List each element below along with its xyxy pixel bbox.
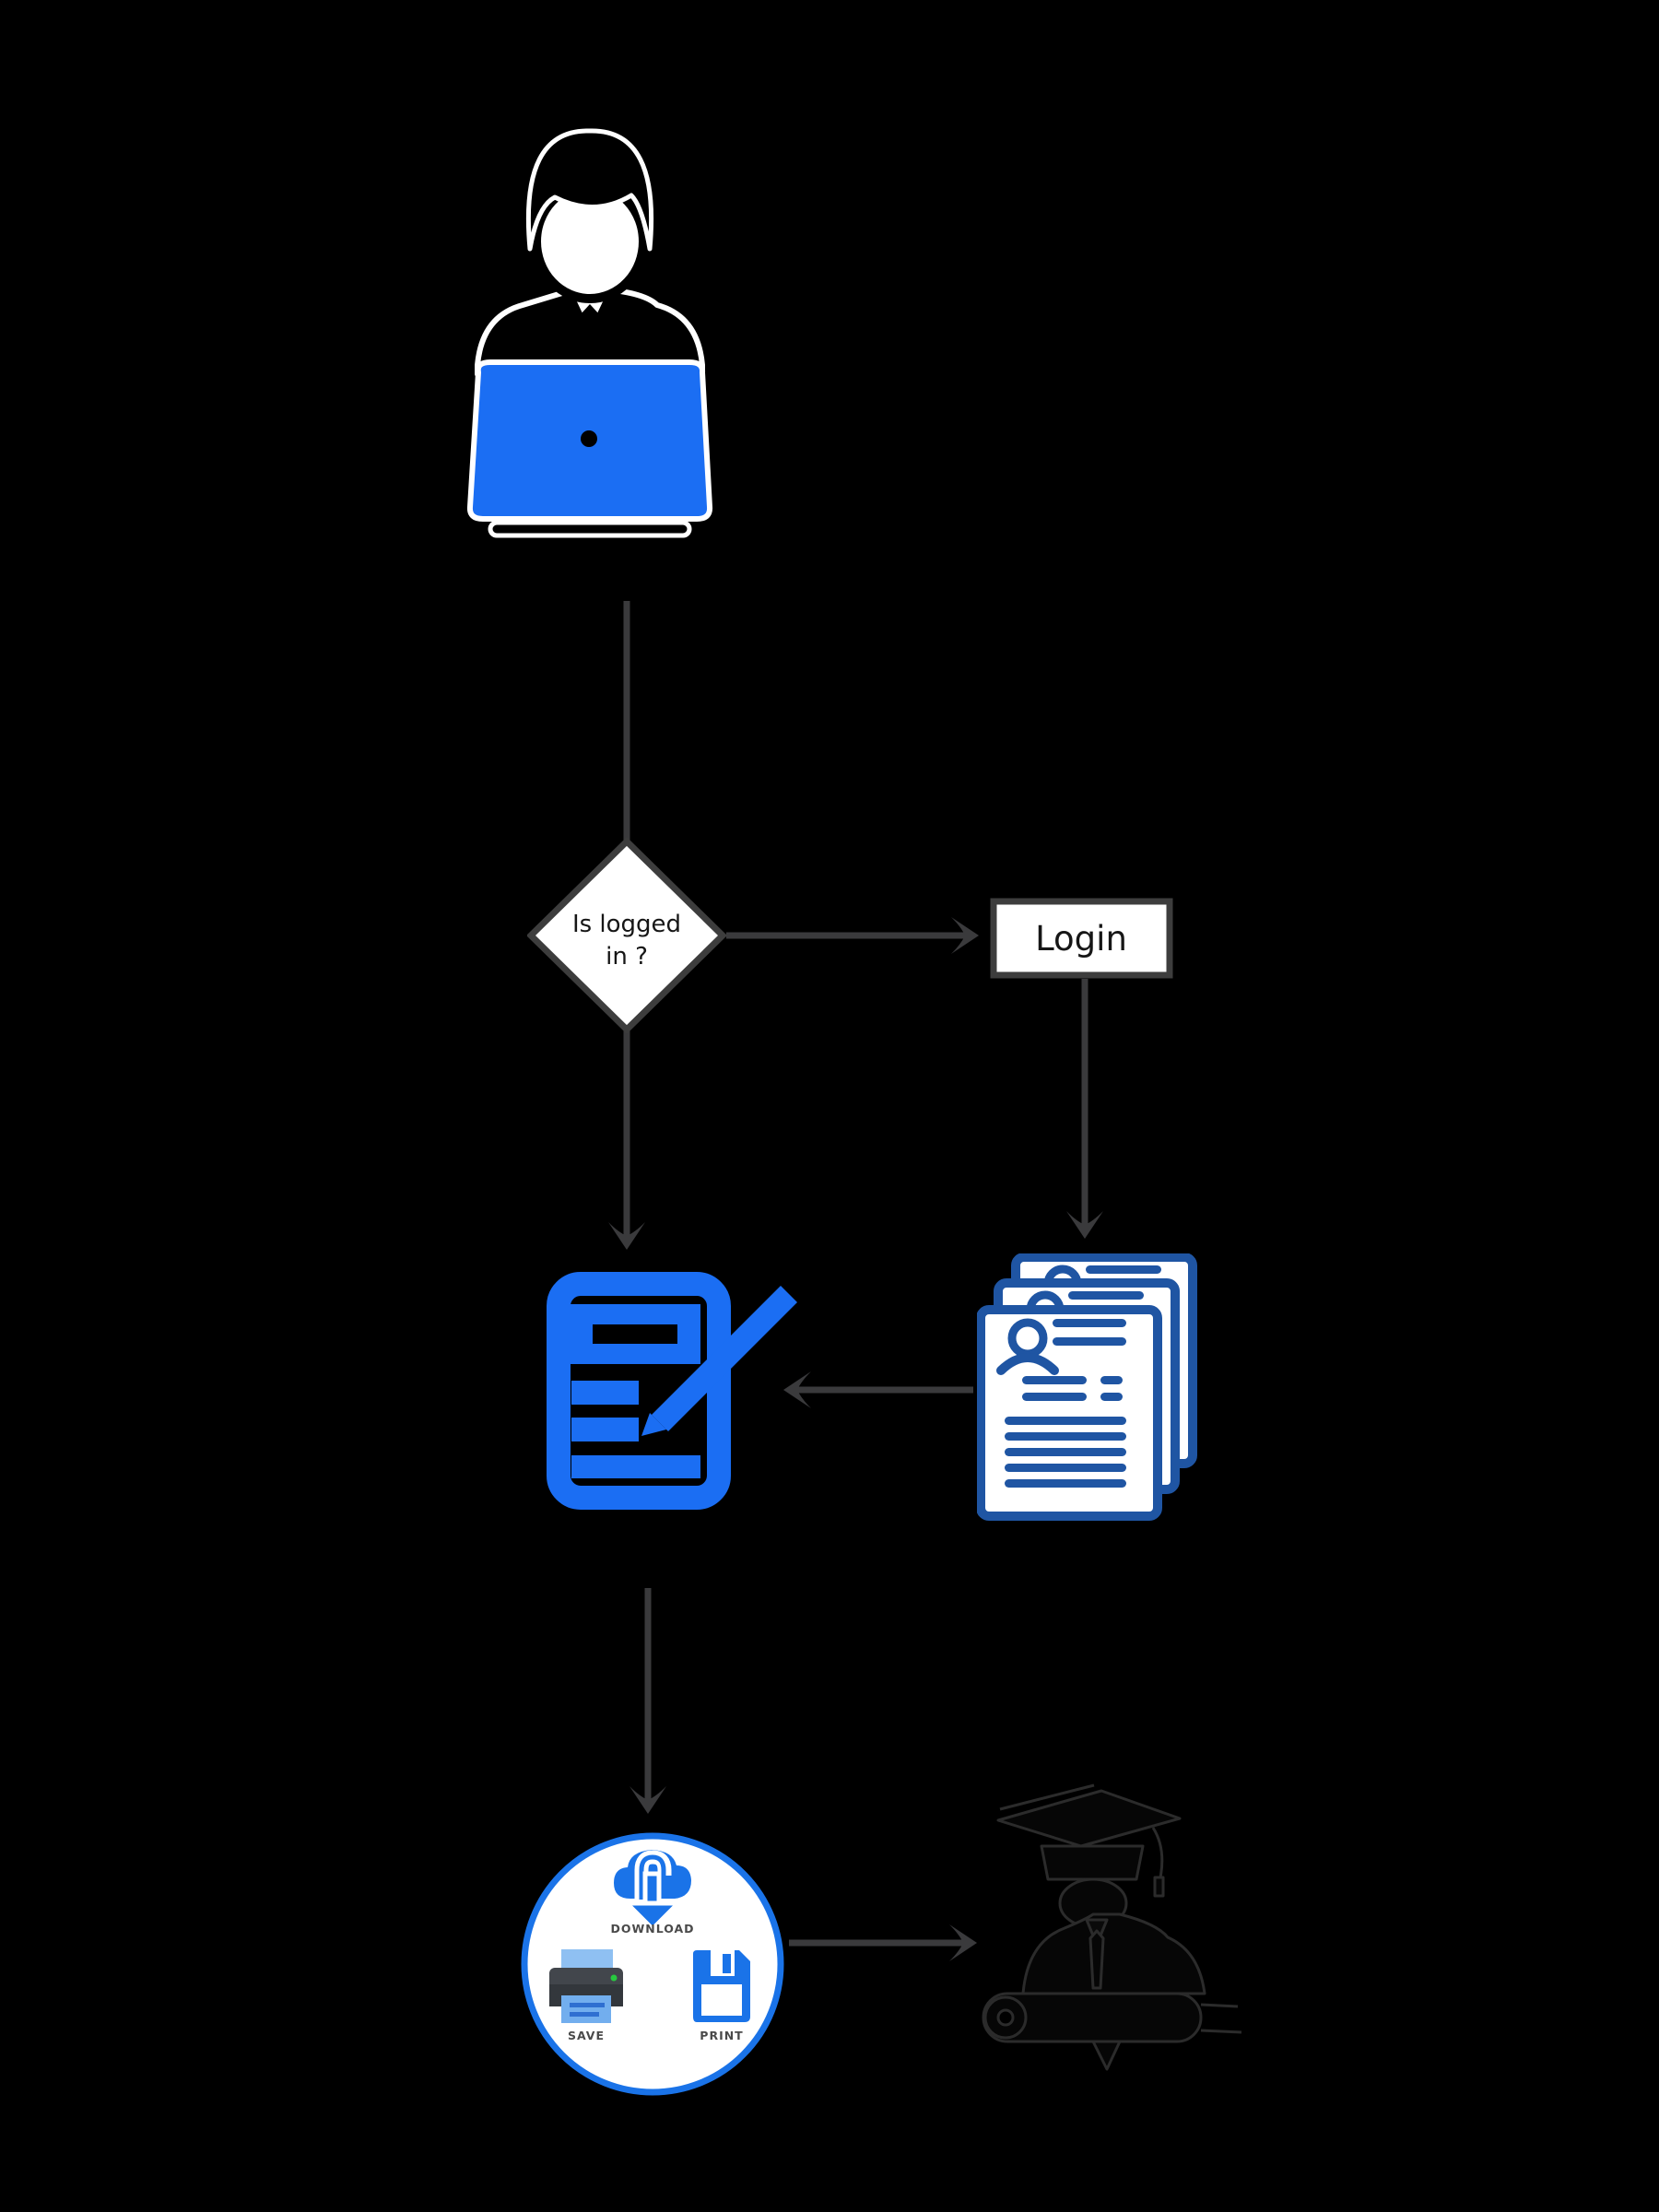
form-pencil-nib	[641, 1413, 666, 1436]
decision-label-line2: in ?	[606, 943, 648, 971]
printer-icon	[549, 1949, 623, 2023]
resume-stack-icon	[977, 1253, 1197, 1521]
decision-diamond-shape	[527, 838, 726, 1033]
login-label: Login	[1035, 919, 1127, 959]
decision-node-is-logged-in: Is logged in ?	[527, 838, 726, 1033]
user-hair	[525, 128, 654, 252]
save-label: SAVE	[568, 2029, 605, 2042]
resume-avatar-shoulders	[996, 1353, 1059, 1375]
form-edit-icon	[547, 1272, 797, 1510]
form-bar-1	[571, 1381, 639, 1405]
login-box-shape	[990, 898, 1173, 979]
form-bar-3	[571, 1455, 700, 1478]
form-pencil-body	[652, 1286, 797, 1431]
user-tie	[580, 304, 600, 369]
login-node: Login	[990, 898, 1173, 979]
cloud-download-icon	[614, 1850, 691, 1932]
user-laptop-logo-dot	[581, 430, 597, 447]
download-label: DOWNLOAD	[610, 1922, 694, 1936]
graduate-cap	[996, 1789, 1182, 1848]
form-bar-2	[571, 1418, 639, 1441]
output-options-circle: DOWNLOAD SAVE PRINT	[521, 1832, 784, 2096]
decision-label-line1: Is logged	[572, 911, 681, 938]
resume-page-front	[977, 1305, 1162, 1521]
floppy-disk-icon	[693, 1950, 750, 2022]
output-circle-shape	[521, 1832, 784, 2096]
print-label: PRINT	[700, 2029, 743, 2042]
graduate-student-icon	[982, 1783, 1242, 2071]
form-heading-stripe	[593, 1324, 677, 1344]
user-at-laptop-icon	[466, 128, 713, 538]
user-laptop-base	[488, 520, 692, 538]
